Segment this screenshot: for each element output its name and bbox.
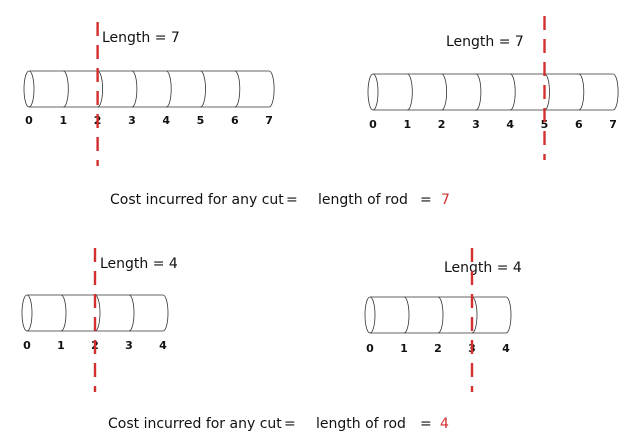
rod-segment-arc <box>505 296 512 334</box>
rod-segment-arc <box>578 73 585 111</box>
tick-label: 0 <box>366 342 374 355</box>
rod-segment-arc <box>441 73 447 111</box>
tick-label: 5 <box>197 114 205 127</box>
tick-label: 2 <box>434 342 442 355</box>
tick-label: 7 <box>265 114 273 127</box>
cost-label: Cost incurred for any cut <box>110 192 284 208</box>
rod <box>367 73 619 111</box>
rod-length-title: Length = 4 <box>100 256 178 272</box>
tick-label: 1 <box>403 118 411 131</box>
rod-segment-arc <box>510 73 516 111</box>
rod-end-cap <box>367 73 379 111</box>
rod-panel-length-7-cut-5: Length = 7 0 1 2 3 4 5 6 7 <box>367 16 619 160</box>
rod-length-title: Length = 7 <box>102 30 180 46</box>
equals-sign: = <box>284 416 296 432</box>
tick-label: 4 <box>506 118 514 131</box>
rod-segment-arc <box>162 294 169 332</box>
rod <box>23 70 275 108</box>
tick-label: 2 <box>438 118 446 131</box>
rod <box>364 296 512 334</box>
rod-segment-arc <box>60 294 67 332</box>
rod-segment-arc <box>437 296 444 334</box>
tick-label: 1 <box>400 342 408 355</box>
rod-segment-arc <box>166 70 172 108</box>
cost-value: 4 <box>440 416 449 432</box>
rod-segment-arc <box>471 296 478 334</box>
rod-segment-arc <box>234 70 241 108</box>
tick-labels: 0 1 2 3 4 5 6 7 <box>369 118 617 131</box>
tick-label: 0 <box>369 118 377 131</box>
tick-label: 3 <box>472 118 480 131</box>
tick-label: 4 <box>159 339 167 352</box>
rod-segment-arc <box>544 73 550 111</box>
tick-label: 3 <box>128 114 136 127</box>
rod-segment-arc <box>97 70 103 108</box>
tick-label: 1 <box>59 114 67 127</box>
rod-segment-arc <box>268 70 275 108</box>
equals-sign: = <box>286 192 298 208</box>
rod-segment-arc <box>63 70 69 108</box>
cost-line-4: Cost incurred for any cut = length of ro… <box>108 416 449 432</box>
equals-sign: = <box>420 416 432 432</box>
tick-label: 5 <box>541 118 549 131</box>
length-of-rod-text: length of rod <box>318 192 408 208</box>
equals-sign: = <box>420 192 432 208</box>
rod-end-cap <box>21 294 33 332</box>
tick-label: 4 <box>502 342 510 355</box>
rod-length-title: Length = 4 <box>444 260 522 276</box>
tick-label: 3 <box>125 339 133 352</box>
tick-label: 6 <box>575 118 583 131</box>
rod-segment-arc <box>403 296 410 334</box>
cost-value: 7 <box>441 192 450 208</box>
rod-end-cap <box>23 70 35 108</box>
rod-segment-arc <box>407 73 413 111</box>
rod-segment-arc <box>475 73 482 111</box>
tick-label: 6 <box>231 114 239 127</box>
tick-label: 1 <box>57 339 65 352</box>
rod-segment-arc <box>200 70 206 108</box>
length-of-rod-text: length of rod <box>316 416 406 432</box>
cost-label: Cost incurred for any cut <box>108 416 282 432</box>
tick-label: 7 <box>609 118 617 131</box>
rod-segment-arc <box>128 294 135 332</box>
tick-label: 4 <box>162 114 170 127</box>
rod-segment-arc <box>612 73 619 111</box>
rod-segment-arc <box>131 70 138 108</box>
tick-label: 0 <box>25 114 33 127</box>
rod-end-cap <box>364 296 376 334</box>
tick-label: 0 <box>23 339 31 352</box>
rod-segment-arc <box>94 294 101 332</box>
rod-length-title: Length = 7 <box>446 34 524 50</box>
cost-line-7: Cost incurred for any cut = length of ro… <box>110 192 450 208</box>
